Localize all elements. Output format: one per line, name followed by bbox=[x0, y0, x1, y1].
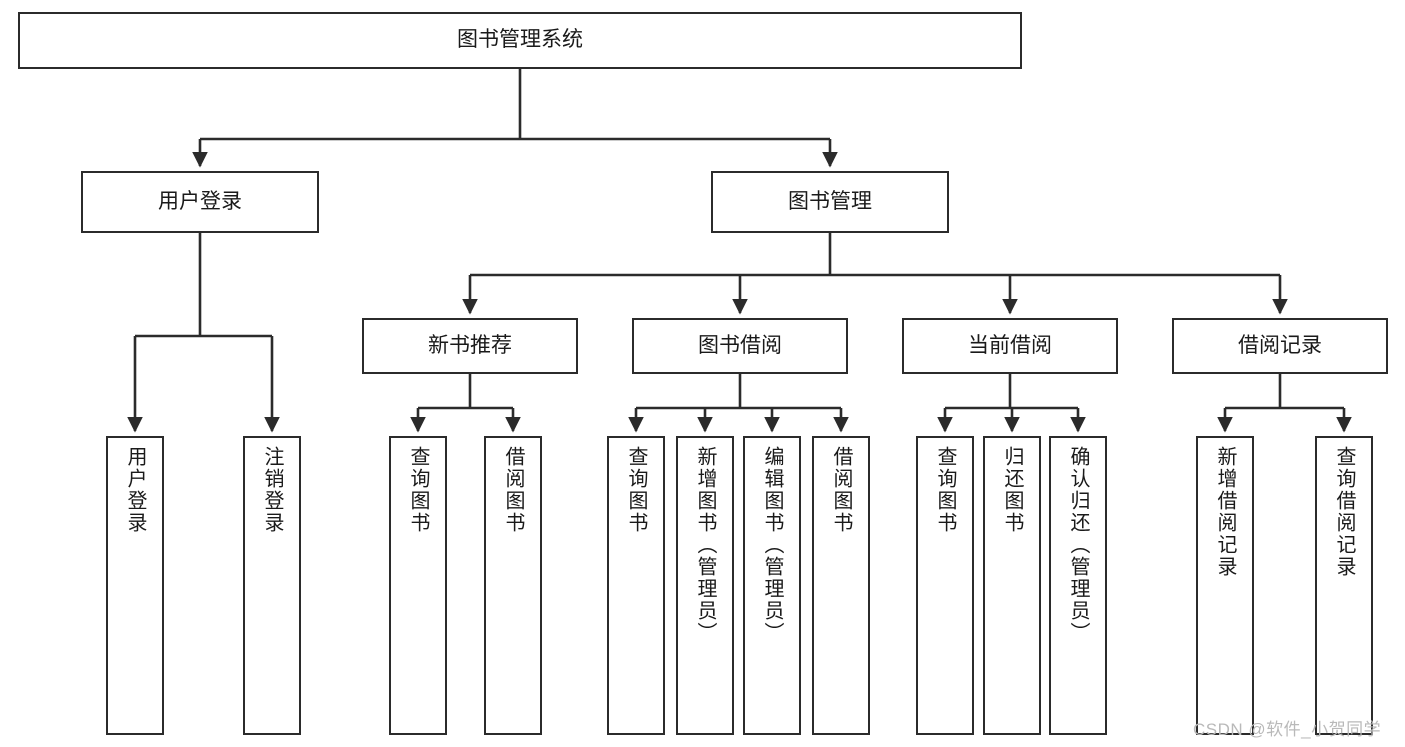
node-leaf-confirm-return-label: 确认归还（管理员） bbox=[1067, 446, 1089, 644]
node-leaf-query-borrow-record-label: 查询借阅记录 bbox=[1333, 446, 1355, 578]
node-book-borrow-label: 图书借阅 bbox=[698, 333, 782, 357]
node-user-login[interactable]: 用户登录 bbox=[81, 171, 319, 233]
node-leaf-logout-login-label: 注销登录 bbox=[261, 446, 283, 534]
node-leaf-borrow-book-1[interactable]: 借阅图书 bbox=[484, 436, 542, 735]
node-user-login-label: 用户登录 bbox=[158, 189, 242, 213]
node-leaf-query-book-1-label: 查询图书 bbox=[407, 446, 429, 534]
node-leaf-confirm-return[interactable]: 确认归还（管理员） bbox=[1049, 436, 1107, 735]
node-leaf-add-borrow-record-label: 新增借阅记录 bbox=[1214, 446, 1236, 578]
node-leaf-query-borrow-record[interactable]: 查询借阅记录 bbox=[1315, 436, 1373, 735]
node-current-borrow[interactable]: 当前借阅 bbox=[902, 318, 1118, 374]
node-book-borrow[interactable]: 图书借阅 bbox=[632, 318, 848, 374]
node-leaf-borrow-book-2-label: 借阅图书 bbox=[830, 446, 852, 534]
node-leaf-borrow-book-2[interactable]: 借阅图书 bbox=[812, 436, 870, 735]
node-leaf-query-book-3[interactable]: 查询图书 bbox=[916, 436, 974, 735]
csdn-watermark: CSDN @软件_小贺同学 bbox=[1193, 720, 1382, 739]
node-leaf-logout-login[interactable]: 注销登录 bbox=[243, 436, 301, 735]
node-leaf-edit-book-label: 编辑图书（管理员） bbox=[761, 446, 783, 644]
node-leaf-query-book-3-label: 查询图书 bbox=[934, 446, 956, 534]
node-book-manage[interactable]: 图书管理 bbox=[711, 171, 949, 233]
node-leaf-return-book-label: 归还图书 bbox=[1001, 446, 1023, 534]
node-current-borrow-label: 当前借阅 bbox=[968, 333, 1052, 357]
node-leaf-edit-book[interactable]: 编辑图书（管理员） bbox=[743, 436, 801, 735]
node-leaf-query-book-2-label: 查询图书 bbox=[625, 446, 647, 534]
node-leaf-add-book-label: 新增图书（管理员） bbox=[694, 446, 716, 644]
node-borrow-record-label: 借阅记录 bbox=[1238, 333, 1322, 357]
node-leaf-user-login-label: 用户登录 bbox=[124, 446, 146, 534]
node-root[interactable]: 图书管理系统 bbox=[18, 12, 1022, 69]
node-leaf-return-book[interactable]: 归还图书 bbox=[983, 436, 1041, 735]
node-leaf-add-book[interactable]: 新增图书（管理员） bbox=[676, 436, 734, 735]
node-leaf-query-book-2[interactable]: 查询图书 bbox=[607, 436, 665, 735]
node-book-manage-label: 图书管理 bbox=[788, 189, 872, 213]
node-leaf-query-book-1[interactable]: 查询图书 bbox=[389, 436, 447, 735]
node-leaf-borrow-book-1-label: 借阅图书 bbox=[502, 446, 524, 534]
node-new-book-recommend-label: 新书推荐 bbox=[428, 333, 512, 357]
node-root-label: 图书管理系统 bbox=[457, 28, 583, 52]
node-borrow-record[interactable]: 借阅记录 bbox=[1172, 318, 1388, 374]
node-leaf-user-login[interactable]: 用户登录 bbox=[106, 436, 164, 735]
node-new-book-recommend[interactable]: 新书推荐 bbox=[362, 318, 578, 374]
node-leaf-add-borrow-record[interactable]: 新增借阅记录 bbox=[1196, 436, 1254, 735]
